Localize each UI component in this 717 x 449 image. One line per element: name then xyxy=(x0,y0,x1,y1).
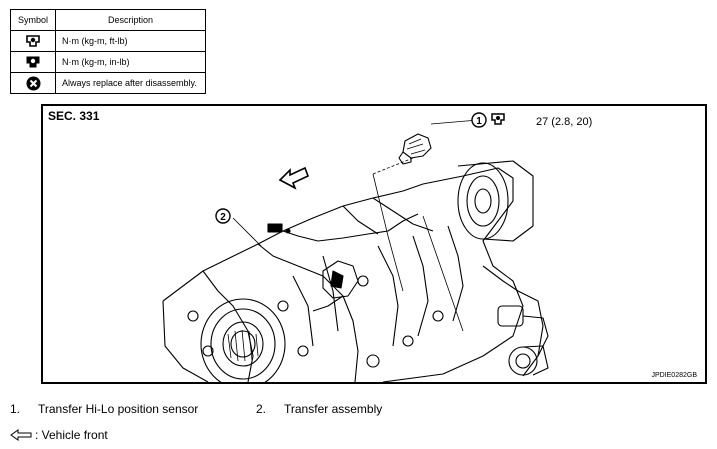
symbol-legend-table: Symbol Description N·m (kg-m, ft-lb) N·m… xyxy=(10,9,206,94)
part-number: 2. xyxy=(256,402,267,416)
legend-header-description: Description xyxy=(55,9,206,31)
callout-1-marker xyxy=(471,112,487,128)
vehicle-front-arrow-icon xyxy=(278,166,310,190)
callout-2-marker xyxy=(215,208,231,224)
legend-header-symbol: Symbol xyxy=(10,9,56,31)
transfer-assembly-figure: SEC. 331 xyxy=(41,104,707,384)
torque-nm-kgm-ftlb-icon xyxy=(491,113,505,125)
legend-row: Always replace after disassembly. xyxy=(10,72,206,94)
always-replace-icon xyxy=(26,76,40,90)
legend-row: N·m (kg-m, ft-lb) xyxy=(10,30,206,52)
legend-description: Always replace after disassembly. xyxy=(55,72,206,94)
legend-description: N·m (kg-m, in-lb) xyxy=(55,51,206,73)
vehicle-front-label: : Vehicle front xyxy=(35,428,108,442)
legend-header-row: Symbol Description xyxy=(10,9,206,31)
figure-code: JPDIE0282GB xyxy=(651,372,697,379)
callout-1-text: 1 xyxy=(476,116,482,127)
torque-nm-kgm-ftlb-icon xyxy=(26,35,40,47)
part-label: Transfer Hi-Lo position sensor xyxy=(38,402,199,416)
vehicle-front-note: : Vehicle front xyxy=(10,428,108,442)
legend-description: N·m (kg-m, ft-lb) xyxy=(55,30,206,52)
transfer-assembly-illustration: 1 2 xyxy=(162,112,549,382)
vehicle-front-arrow-icon xyxy=(10,429,32,441)
part-label: Transfer assembly xyxy=(284,402,383,416)
section-label: SEC. 331 xyxy=(48,109,100,123)
torque-nm-kgm-inlb-icon xyxy=(26,56,40,68)
legend-row: N·m (kg-m, in-lb) xyxy=(10,51,206,73)
part-number: 1. xyxy=(10,402,21,416)
callout-2-text: 2 xyxy=(220,212,226,223)
torque-spec: 27 (2.8, 20) xyxy=(536,116,593,128)
